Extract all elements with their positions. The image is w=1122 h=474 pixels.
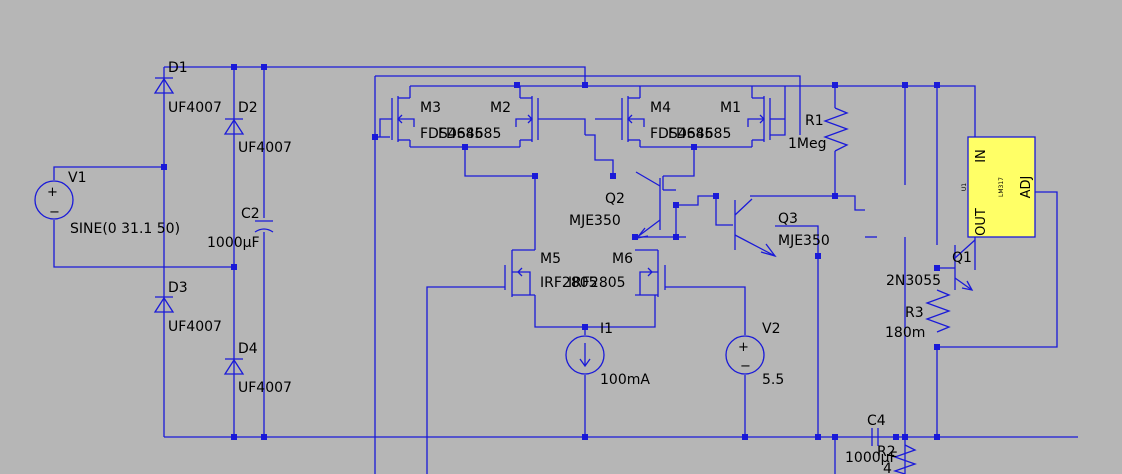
svg-text:−: −: [49, 205, 60, 220]
pmos-M1[interactable]: [747, 96, 771, 142]
D1-ref: D1: [168, 60, 188, 76]
M2-ref: M2: [490, 100, 511, 116]
Q2-model: MJE350: [569, 213, 621, 229]
resistor-R2[interactable]: [892, 444, 917, 474]
pnp-Q2[interactable]: [635, 171, 661, 239]
Q2-ref: Q2: [605, 191, 625, 207]
R3-value: 180m: [885, 325, 925, 341]
V1-value: SINE(0 31.1 50): [70, 221, 180, 237]
U1-pin-out: OUT: [974, 208, 989, 236]
V2-ref: V2: [762, 321, 780, 337]
nmos-M5[interactable]: [504, 249, 535, 297]
pmos-M2[interactable]: [515, 96, 539, 142]
junctions: [161, 64, 940, 440]
M5-ref: M5: [540, 251, 561, 267]
U1-model: LM317: [998, 177, 1005, 197]
M4-model: FDS4685: [650, 126, 713, 142]
Q1-ref: Q1: [952, 250, 972, 266]
D4-ref: D4: [238, 341, 258, 357]
I1-ref: I1: [600, 321, 613, 337]
resistor-R3[interactable]: [925, 289, 951, 333]
Q1-model: 2N3055: [886, 273, 941, 289]
U1-pin-adj: ADJ: [1019, 176, 1034, 199]
nmos-M6[interactable]: [635, 249, 666, 297]
M3-model: FDS4685: [420, 126, 483, 142]
R3-ref: R3: [905, 305, 924, 321]
C4-value: 1000µF: [845, 450, 898, 466]
U1-pin-in: IN: [974, 149, 989, 163]
R1-value: 1Meg: [788, 136, 827, 152]
M4-ref: M4: [650, 100, 671, 116]
U1-ref: U1: [961, 183, 968, 191]
Q3-model: MJE350: [778, 233, 830, 249]
M6-ref: M6: [612, 251, 633, 267]
V2-value: 5.5: [762, 372, 784, 388]
V1-ref: V1: [68, 170, 86, 186]
M6-model: IRF2805: [568, 275, 626, 291]
M1-model: FDS4685: [668, 126, 731, 142]
capacitor-C4[interactable]: [871, 428, 879, 446]
Q3-ref: Q3: [778, 211, 798, 227]
M5-model: IRF2805: [540, 275, 598, 291]
diode-D4[interactable]: [223, 358, 245, 375]
D3-ref: D3: [168, 280, 188, 296]
labels: D1 UF4007 D2 UF4007 D3 UF4007 D4 UF4007 …: [68, 60, 1034, 474]
C2-value: 1000µF: [207, 235, 260, 251]
resistor-R1[interactable]: [823, 107, 849, 152]
D2-model: UF4007: [238, 140, 292, 156]
pmos-M3[interactable]: [391, 96, 415, 142]
R2-value: 4: [883, 461, 892, 474]
regulator-U1[interactable]: [967, 136, 1036, 238]
diode-D1[interactable]: [153, 77, 175, 94]
D4-model: UF4007: [238, 380, 292, 396]
voltage-source-V2[interactable]: + −: [725, 335, 765, 375]
D3-model: UF4007: [168, 319, 222, 335]
diode-D3[interactable]: [153, 296, 175, 313]
pnp-Q3[interactable]: [734, 198, 777, 258]
npn-Q1[interactable]: [937, 239, 976, 291]
svg-text:+: +: [738, 340, 749, 355]
capacitor-C2[interactable]: [254, 218, 274, 233]
diode-D2[interactable]: [223, 118, 245, 135]
M2-model: FDS4685: [438, 126, 501, 142]
D1-model: UF4007: [168, 100, 222, 116]
svg-text:−: −: [740, 359, 751, 374]
pmos-gates: [379, 118, 785, 137]
pmos-M4[interactable]: [621, 96, 645, 142]
M1-ref: M1: [720, 100, 741, 116]
svg-text:+: +: [47, 185, 58, 200]
wires: [53, 66, 1078, 474]
C2-ref: C2: [241, 206, 260, 222]
M3-ref: M3: [420, 100, 441, 116]
C4-ref: C4: [867, 413, 886, 429]
D2-ref: D2: [238, 100, 258, 116]
current-source-I1[interactable]: [565, 335, 605, 375]
voltage-source-V1[interactable]: + −: [34, 180, 74, 220]
R2-ref: R2: [877, 444, 896, 460]
I1-value: 100mA: [600, 372, 650, 388]
R1-ref: R1: [805, 113, 824, 129]
